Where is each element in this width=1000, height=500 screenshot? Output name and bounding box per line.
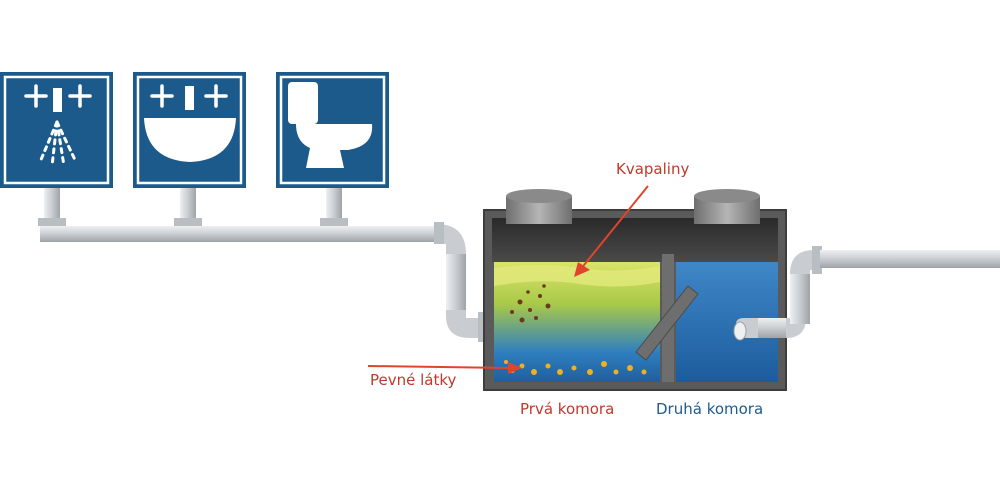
- sink-icon: [144, 84, 236, 162]
- liquids-arrow: [574, 185, 649, 277]
- shower-icon: [24, 84, 92, 168]
- shower-sign: [0, 72, 113, 188]
- first-chamber-label: Prvá komora: [520, 400, 615, 418]
- inlet-pipe-system: [38, 188, 502, 342]
- second-chamber-label: Druhá komora: [656, 400, 764, 418]
- floating-particles: [510, 284, 551, 323]
- baffle-plate: [635, 285, 699, 361]
- sink-sign: [133, 72, 246, 188]
- access-cap-right: [694, 189, 760, 224]
- solids-label: Pevné látky: [370, 371, 457, 389]
- access-cap-left: [506, 189, 572, 224]
- solids-arrow: [367, 362, 522, 374]
- toilet-icon: [288, 82, 373, 168]
- outlet-pipe: [758, 246, 1000, 338]
- toilet-sign: [276, 72, 389, 188]
- liquids-label: Kvapaliny: [616, 160, 690, 178]
- septic-tank: [483, 189, 787, 391]
